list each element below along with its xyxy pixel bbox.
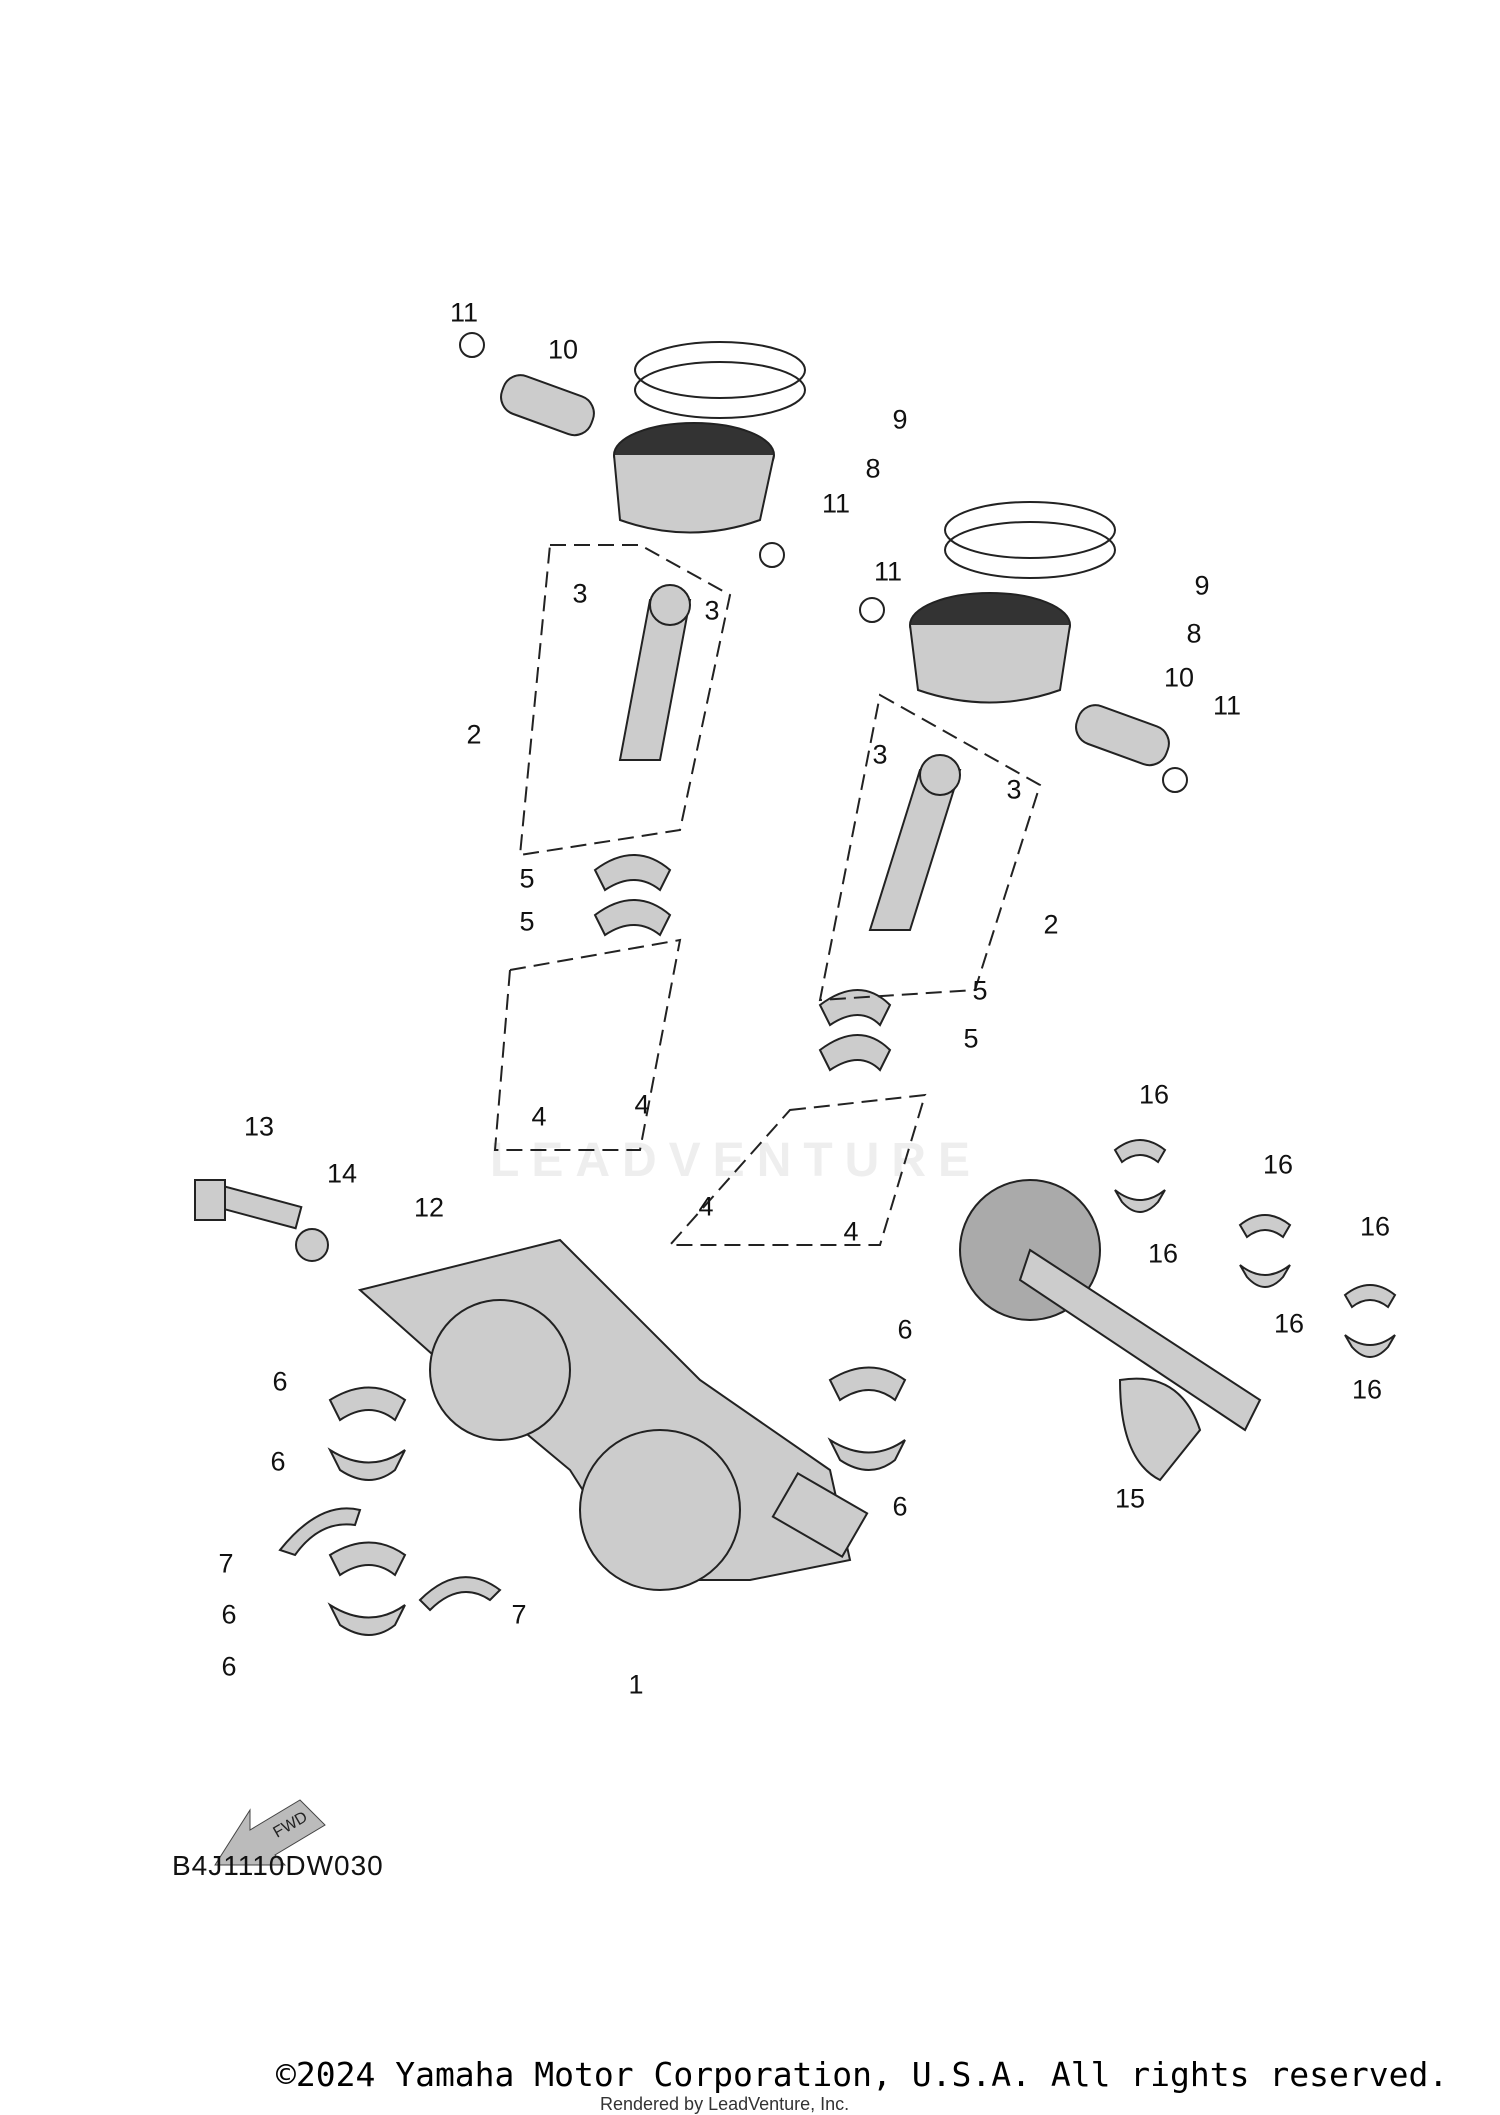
callout-13: 13 [243, 1111, 275, 1142]
main-bearing [327, 1447, 406, 1481]
conrod-assembly-box-1 [518, 544, 732, 857]
bearing-5 [818, 1034, 892, 1072]
piston-rings-1b [634, 361, 806, 419]
washer [295, 1228, 329, 1262]
callout-3c: 3 [872, 739, 888, 770]
connecting-rod-1-eye [649, 584, 691, 626]
callout-6a: 6 [272, 1366, 288, 1397]
callout-9a: 9 [892, 404, 908, 435]
balancer-bearing [1239, 1264, 1291, 1288]
piston-pin-1 [500, 374, 595, 437]
callout-16a: 16 [1138, 1079, 1170, 1110]
conrod-cap-box-2 [667, 1093, 927, 1246]
callout-11d: 11 [1212, 690, 1242, 721]
callout-11a: 11 [449, 297, 479, 328]
balancer-weight [1118, 1377, 1202, 1482]
piston-rings-2 [944, 501, 1116, 559]
diagram-code: B4J1110DW030 [172, 1850, 384, 1881]
callout-16f: 16 [1351, 1374, 1383, 1405]
balancer-bearing [1114, 1189, 1166, 1213]
callout-4d: 4 [843, 1216, 859, 1247]
callout-6c: 6 [221, 1599, 237, 1630]
rendered-by: Rendered by LeadVenture, Inc. [600, 2094, 850, 2114]
piston-pin-2 [1075, 704, 1170, 767]
callout-5d: 5 [963, 1023, 979, 1054]
callout-1: 1 [628, 1669, 644, 1700]
callout-9b: 9 [1194, 570, 1210, 601]
main-bearing [827, 1437, 906, 1471]
callout-3b: 3 [704, 595, 720, 626]
main-bearing [328, 1386, 407, 1422]
callout-2a: 2 [466, 719, 482, 750]
callout-7b: 7 [511, 1599, 527, 1630]
callout-16d: 16 [1273, 1308, 1305, 1339]
balancer-shaft [1018, 1248, 1262, 1432]
callout-16e: 16 [1359, 1211, 1391, 1242]
callout-10b: 10 [1163, 662, 1195, 693]
callout-11b: 11 [821, 488, 851, 519]
callout-11c: 11 [873, 556, 903, 587]
crank-web [429, 1299, 571, 1441]
callout-7a: 7 [218, 1548, 234, 1579]
callout-12: 12 [413, 1192, 445, 1223]
callout-6f: 6 [892, 1491, 908, 1522]
callout-10a: 10 [547, 334, 579, 365]
callout-6d: 6 [221, 1651, 237, 1682]
piston-rings-1 [634, 341, 806, 399]
callout-4c: 4 [698, 1191, 714, 1222]
piston-2-skirt [909, 624, 1071, 704]
balancer-bearing [1238, 1214, 1292, 1239]
callout-4b: 4 [634, 1089, 650, 1120]
balancer-bearing [1344, 1334, 1396, 1358]
balancer-bearing [1113, 1139, 1167, 1164]
callout-16b: 16 [1147, 1238, 1179, 1269]
clip [859, 597, 885, 623]
piston-rings-2b [944, 521, 1116, 579]
balancer-bearing [1343, 1284, 1397, 1309]
crank-end [771, 1471, 869, 1559]
callout-16c: 16 [1262, 1149, 1294, 1180]
callout-5b: 5 [519, 906, 535, 937]
crank-web [579, 1429, 741, 1591]
bearing-5 [593, 899, 672, 937]
piston-1-skirt [613, 454, 775, 534]
callout-4a: 4 [531, 1101, 547, 1132]
fwd-arrow: FWD [214, 1799, 326, 1866]
callout-8b: 8 [1186, 618, 1202, 649]
thrust-bearing [418, 1576, 502, 1612]
callout-15: 15 [1114, 1483, 1146, 1514]
main-bearing [828, 1366, 907, 1402]
callout-6b: 6 [270, 1446, 286, 1477]
conrod-assembly-box-2 [818, 693, 1042, 1002]
connecting-rod-2-eye [919, 754, 961, 796]
main-bearing [327, 1602, 406, 1636]
callout-3d: 3 [1006, 774, 1022, 805]
callout-14: 14 [326, 1158, 358, 1189]
callout-3a: 3 [572, 578, 588, 609]
conrod-cap-box-1 [493, 938, 682, 1151]
crank-bolt-head [194, 1179, 226, 1221]
connecting-rod-1 [618, 599, 692, 761]
clip [459, 332, 485, 358]
callout-2b: 2 [1043, 909, 1059, 940]
callout-6e: 6 [897, 1314, 913, 1345]
main-bearing [328, 1541, 407, 1577]
thrust-bearing [278, 1507, 362, 1557]
callout-5c: 5 [972, 975, 988, 1006]
callout-5a: 5 [519, 863, 535, 894]
copyright: ©2024 Yamaha Motor Corporation, U.S.A. A… [276, 2055, 1449, 2094]
watermark: LEADVENTURE [490, 1134, 983, 1187]
clip [759, 542, 785, 568]
clip [1162, 767, 1188, 793]
bearing-5 [593, 854, 672, 892]
callout-8a: 8 [865, 453, 881, 484]
